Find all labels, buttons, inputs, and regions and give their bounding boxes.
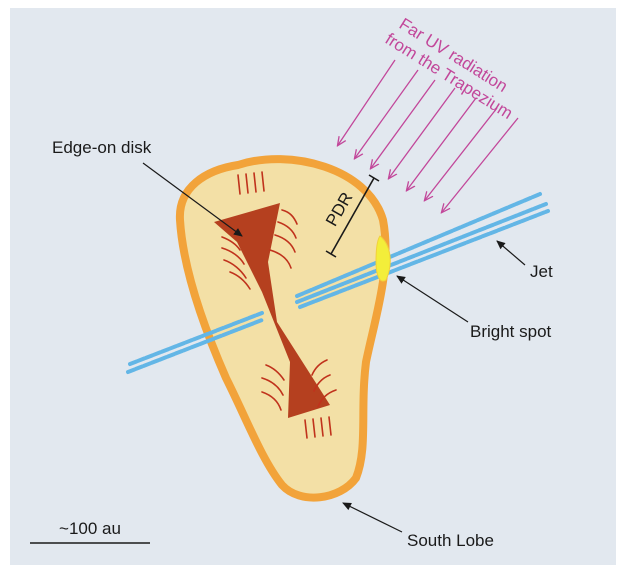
scale-label: ~100 au xyxy=(59,519,121,538)
edge-on-disk-label: Edge-on disk xyxy=(52,138,152,157)
edge-on-disk xyxy=(214,203,330,418)
pdr-bracket xyxy=(325,174,380,258)
uv-arrow xyxy=(442,117,519,212)
uv-arrow xyxy=(407,97,477,190)
uv-arrow xyxy=(355,69,419,158)
edge-on-disk-leader xyxy=(142,162,243,237)
jet xyxy=(126,192,550,374)
disk-tick-marks xyxy=(237,171,332,439)
bright-spot-leader xyxy=(396,275,469,323)
uv-arrow xyxy=(338,59,396,145)
jet-leader xyxy=(496,240,526,266)
bright-spot xyxy=(375,235,391,282)
uv-arrow xyxy=(425,107,498,200)
south-lobe-leader xyxy=(342,502,403,533)
uv-arrow xyxy=(389,87,456,178)
uv-arrow xyxy=(371,79,436,168)
south-lobe-label: South Lobe xyxy=(407,531,494,550)
uv-arrows xyxy=(338,59,519,212)
jet-label: Jet xyxy=(530,262,553,281)
south-lobe-outline xyxy=(175,155,390,502)
disk-arcs xyxy=(221,209,337,411)
bright-spot-label: Bright spot xyxy=(470,322,552,341)
